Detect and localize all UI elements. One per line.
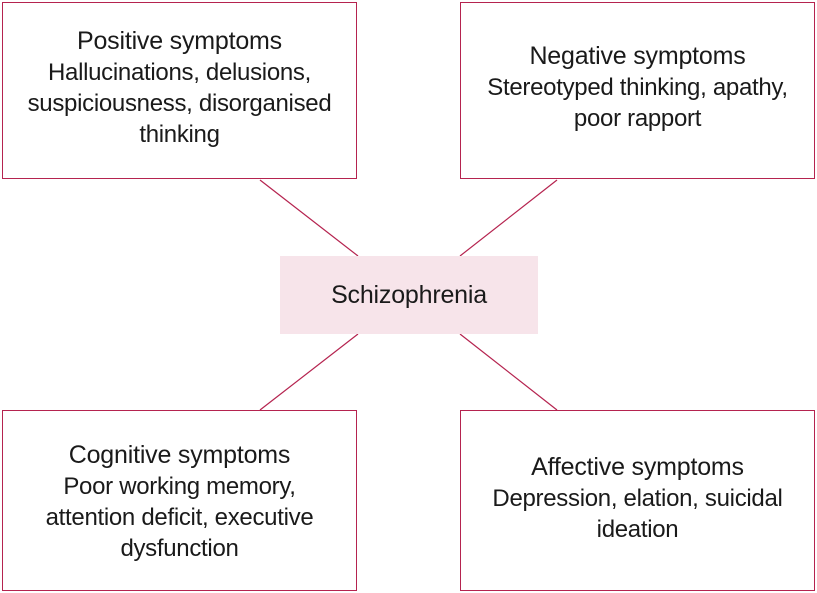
- center-label: Schizophrenia: [331, 280, 487, 309]
- connector-cognitive: [259, 333, 359, 411]
- cognitive-symptoms-box: Cognitive symptoms Poor working memory, …: [2, 410, 357, 591]
- negative-symptoms-line-1: Stereotyped thinking, apathy,: [487, 74, 788, 101]
- connector-positive: [259, 179, 359, 257]
- positive-symptoms-line-2: suspiciousness, disorganised: [27, 90, 332, 117]
- negative-symptoms-title: Negative symptoms: [529, 42, 746, 70]
- cognitive-symptoms-line-3: dysfunction: [120, 535, 239, 562]
- affective-symptoms-line-2: ideation: [596, 516, 679, 543]
- positive-symptoms-box: Positive symptoms Hallucinations, delusi…: [2, 2, 357, 179]
- cognitive-symptoms-title: Cognitive symptoms: [68, 441, 291, 469]
- positive-symptoms-line-3: thinking: [139, 121, 220, 148]
- cognitive-symptoms-line-2: attention deficit, executive: [45, 504, 314, 531]
- connector-negative: [459, 179, 558, 257]
- affective-symptoms-box: Affective symptoms Depression, elation, …: [460, 410, 815, 591]
- affective-symptoms-title: Affective symptoms: [531, 453, 744, 481]
- connector-affective: [459, 333, 558, 411]
- affective-symptoms-line-1: Depression, elation, suicidal: [492, 485, 783, 512]
- negative-symptoms-line-2: poor rapport: [573, 105, 702, 132]
- positive-symptoms-line-1: Hallucinations, delusions,: [47, 59, 312, 86]
- schizophrenia-center-node: Schizophrenia: [280, 256, 538, 334]
- positive-symptoms-title: Positive symptoms: [77, 27, 282, 55]
- cognitive-symptoms-line-1: Poor working memory,: [63, 473, 296, 500]
- negative-symptoms-box: Negative symptoms Stereotyped thinking, …: [460, 2, 815, 179]
